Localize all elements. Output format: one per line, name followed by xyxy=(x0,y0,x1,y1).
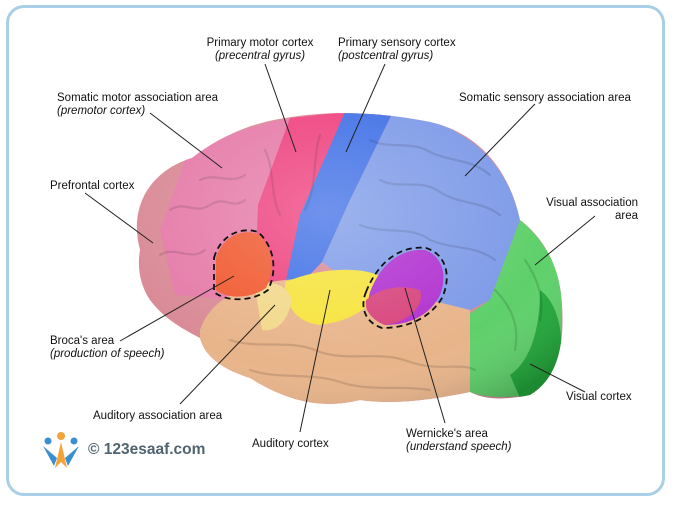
label-subtitle: (postcentral gyrus) xyxy=(338,50,434,62)
watermark-text: © 123esaaf.com xyxy=(88,441,206,458)
label-subtitle: (understand speech) xyxy=(406,441,512,453)
leader-somatic-motor xyxy=(149,112,223,169)
people-logo-icon xyxy=(43,432,79,468)
wernicke-outline xyxy=(362,246,448,329)
leader-primary-motor xyxy=(264,63,297,153)
label-title: Auditory association area xyxy=(93,410,223,422)
leader-wernicke xyxy=(404,287,446,424)
label-title: Somatic motor association area xyxy=(57,92,219,104)
leader-visual-association xyxy=(534,215,596,266)
leader-lines xyxy=(84,63,596,433)
label-title: Wernicke's area xyxy=(406,428,488,440)
label-title: Primary sensory cortex xyxy=(338,37,456,49)
leader-auditory-cortex xyxy=(299,289,331,433)
label-prefrontal-cortex: Prefrontal cortex xyxy=(50,180,134,193)
label-line1: Visual association xyxy=(546,197,638,209)
label-somatic-motor-association: Somatic motor association area (premotor… xyxy=(57,92,218,118)
label-auditory-association-area: Auditory association area xyxy=(93,410,222,423)
brain-shading xyxy=(136,113,563,404)
label-visual-association-area: Visual association area xyxy=(530,197,638,223)
label-title: Broca's area xyxy=(50,335,115,347)
label-primary-sensory-cortex: Primary sensory cortex (postcentral gyru… xyxy=(338,37,456,63)
label-subtitle: (premotor cortex) xyxy=(57,105,146,117)
label-title: Prefrontal cortex xyxy=(50,180,135,192)
leader-visual-cortex xyxy=(529,363,586,393)
label-primary-motor-cortex: Primary motor cortex (precentral gyrus) xyxy=(200,37,320,63)
label-subtitle: (precentral gyrus) xyxy=(214,50,306,62)
brain-lobes xyxy=(136,113,563,404)
label-brocas-area: Broca's area (production of speech) xyxy=(50,335,164,361)
label-wernickes-area: Wernicke's area (understand speech) xyxy=(406,428,511,454)
label-auditory-cortex: Auditory cortex xyxy=(252,438,329,451)
label-subtitle: (production of speech) xyxy=(50,348,165,360)
label-title: Primary motor cortex xyxy=(206,37,314,49)
watermark: © 123esaaf.com xyxy=(40,430,205,470)
label-title: Auditory cortex xyxy=(252,438,329,450)
label-title: Visual cortex xyxy=(566,391,632,403)
leader-auditory-association xyxy=(179,304,276,405)
label-somatic-sensory-association: Somatic sensory association area xyxy=(459,92,631,105)
label-line2: area xyxy=(614,210,638,222)
leader-somatic-sensory xyxy=(464,103,536,177)
label-visual-cortex: Visual cortex xyxy=(566,391,632,404)
leader-prefrontal xyxy=(84,192,154,244)
label-title: Somatic sensory association area xyxy=(459,92,631,104)
leader-broca xyxy=(119,275,235,342)
broca-outline xyxy=(213,229,275,301)
leader-primary-sensory xyxy=(345,63,386,153)
